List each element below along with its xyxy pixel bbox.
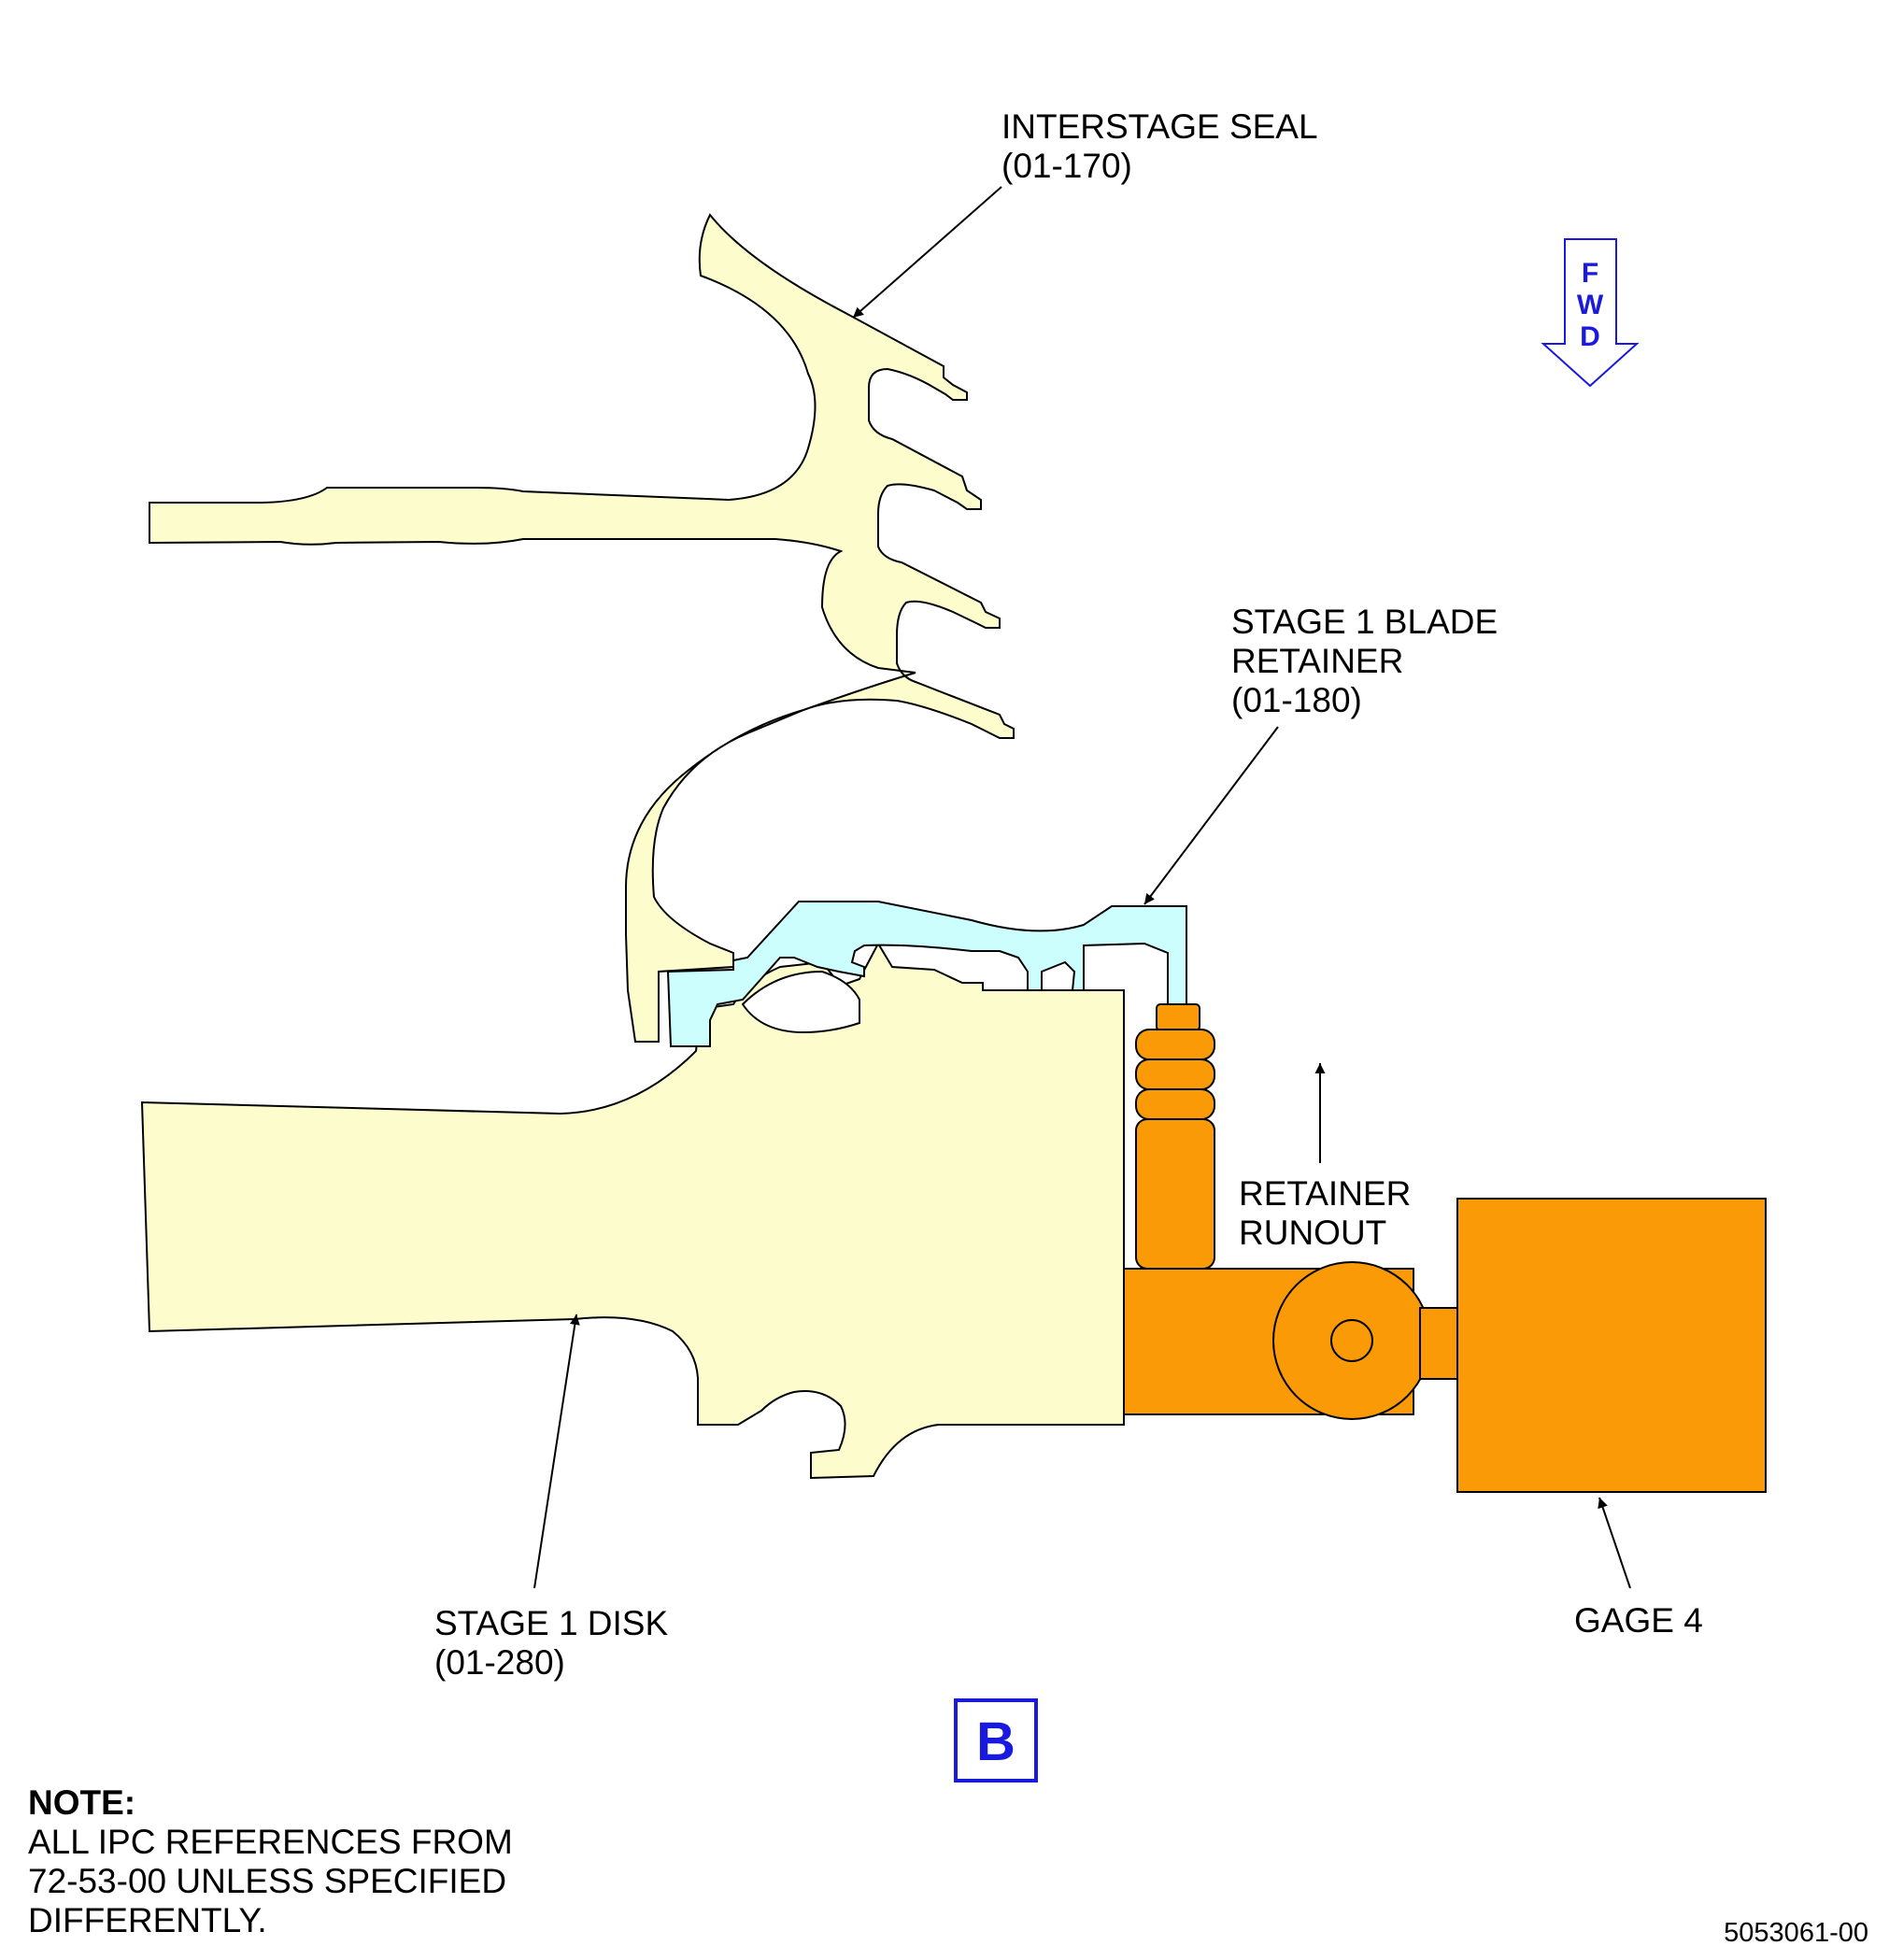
gage-dial-hub [1330, 1319, 1373, 1362]
fwd-letter-d: D [1580, 321, 1600, 352]
gage-probe-ring-3 [1135, 1088, 1215, 1120]
gage-4-assembly [1123, 1003, 1767, 1493]
view-label-text: B [976, 1711, 1016, 1772]
fwd-arrow: F W D [1541, 238, 1640, 388]
retainer-runout-label-2: RUNOUT [1239, 1214, 1386, 1252]
gage-probe-shaft [1135, 1118, 1215, 1270]
stage1-disk-shape [140, 941, 1125, 1480]
note-line-1: ALL IPC REFERENCES FROM [28, 1823, 513, 1861]
gage-probe-tip [1156, 1003, 1200, 1031]
figure-number: 5053061-00 [1724, 1918, 1868, 1948]
gage-label: GAGE 4 [1574, 1601, 1703, 1640]
view-label-box [954, 1698, 1038, 1782]
fwd-letter-f: F [1582, 258, 1598, 289]
interstage-seal-label: INTERSTAGE SEAL [1001, 107, 1318, 146]
interstage-seal-leader [852, 186, 1002, 319]
fwd-arrow-outline [1541, 238, 1640, 388]
fwd-letter-w: W [1577, 290, 1604, 320]
stage1-disk-ref: (01-280) [434, 1643, 565, 1682]
note-line-3: DIFFERENTLY. [28, 1901, 267, 1939]
blade-retainer-label-1: STAGE 1 BLADE [1231, 603, 1498, 641]
gage-leader [1598, 1497, 1631, 1589]
blade-retainer-ref: (01-180) [1231, 681, 1362, 719]
gage-probe-ring-1 [1135, 1029, 1215, 1060]
stage1-disk-label: STAGE 1 DISK [434, 1604, 668, 1642]
view-label: B [954, 1698, 1038, 1782]
gage-probe-ring-2 [1135, 1058, 1215, 1090]
disk-slot-cavity [741, 970, 860, 1034]
interstage-seal-shape [149, 213, 1015, 1043]
blade-retainer-leader [1143, 726, 1279, 905]
gage-connector [1419, 1307, 1458, 1380]
interstage-seal-ref: (01-170) [1001, 147, 1132, 185]
gage-body [1456, 1198, 1767, 1493]
note-line-2: 72-53-00 UNLESS SPECIFIED [28, 1862, 506, 1900]
retainer-runout-label-1: RETAINER [1239, 1174, 1411, 1213]
note-heading: NOTE: [28, 1783, 135, 1822]
stage1-disk-leader [533, 1314, 580, 1589]
blade-retainer-shape [666, 901, 1187, 1047]
blade-retainer-label-2: RETAINER [1231, 642, 1403, 680]
